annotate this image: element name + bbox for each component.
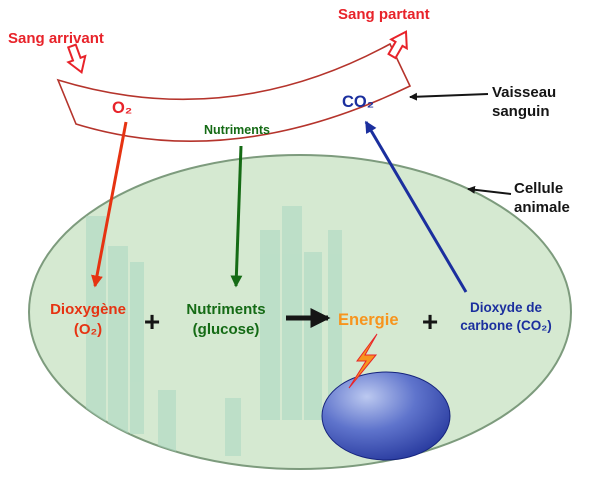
dioxyde-label-line2: carbone (CO₂) [460,318,552,333]
cellule-label-line1: Cellule [514,180,563,197]
o2-to-cell-arrow [91,121,128,288]
nutriments-label-line1: Nutriments [186,301,265,318]
vessel-pointer-arrow [409,92,489,101]
background-bar [225,398,241,456]
background-bar [260,230,280,420]
background-bar [130,262,144,434]
blood-vessel-shape [56,42,412,142]
plus-sign-2: + [422,306,438,337]
cell-background-bars [86,206,342,456]
vaisseau-label-line1: Vaisseau [492,84,556,101]
dioxyde-label-line1: Dioxyde de [470,300,543,315]
cellule-label-line2: animale [514,199,570,216]
background-bar [86,216,106,434]
cell-pointer-arrow [467,185,512,195]
o2-label: O₂ [112,99,132,117]
organelle-ellipse [321,371,451,461]
blood-in-arrow-icon [66,43,87,75]
sang-partant-label: Sang partant [338,6,430,23]
co2-to-vessel-arrow [364,120,468,293]
background-bar [108,246,128,434]
background-bar [158,390,176,452]
background-bar [304,252,322,420]
nutriments-label-line2: (glucose) [193,321,260,338]
plus-sign-1: + [144,306,160,337]
nutrients-to-cell-arrow [230,145,243,288]
dioxygene-label-line1: Dioxygène [50,301,126,318]
dioxygene-label-line2: (O₂) [74,321,102,338]
sang-arrivant-label: Sang arrivant [8,30,104,47]
vaisseau-label-line2: sanguin [492,103,550,120]
co2-label: CO₂ [342,93,374,111]
background-bar [328,230,342,420]
background-bar [282,206,302,420]
energy-bolt-icon [348,333,378,389]
nutriments-vessel-label: Nutriments [204,123,270,137]
energie-label: Energie [338,311,399,329]
blood-out-arrow-icon [387,30,408,60]
